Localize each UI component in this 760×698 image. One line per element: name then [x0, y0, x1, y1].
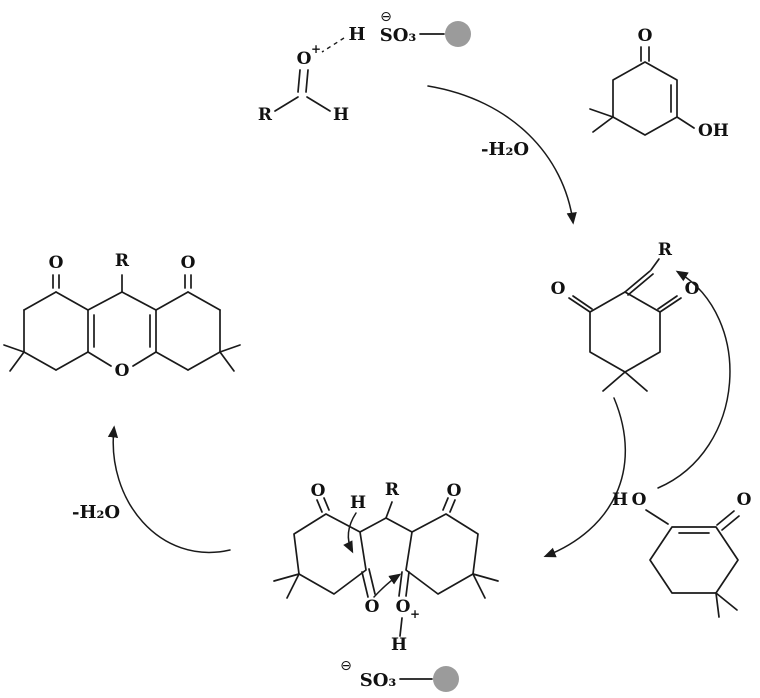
- structure-dimedone-enol-top: O OH: [589, 26, 729, 141]
- minus-charge-label: ⊖: [340, 658, 352, 674]
- o-atom-label: O: [365, 597, 380, 617]
- r-group-label: R: [385, 480, 400, 500]
- plus-charge-label: +: [311, 42, 321, 56]
- o-atom-label: O: [638, 26, 653, 46]
- arrow-michael-addition: [543, 397, 627, 558]
- structure-xanthene-product: O R O O: [3, 251, 241, 381]
- minus-water-label: -H₂O: [72, 502, 120, 523]
- o-atom-label: O: [737, 490, 752, 510]
- structure-sulfonic-acid-bottom: ⊖ SO₃: [340, 658, 459, 692]
- r-group-label: R: [115, 251, 130, 271]
- structure-sulfonic-acid-top: ⊖ H SO₃: [321, 9, 471, 53]
- reaction-arrow: [427, 85, 577, 225]
- oh-group-label: OH: [698, 121, 729, 141]
- h-atom-label: H: [612, 490, 628, 510]
- arrow-dehydration-top: -H₂O: [427, 85, 577, 225]
- polymer-support-bead: [445, 21, 471, 47]
- arrow-dehydration-left: -H₂O: [72, 425, 231, 554]
- polymer-support-bead: [433, 666, 459, 692]
- o-atom-label: O: [311, 481, 326, 501]
- h-atom-label: H: [391, 635, 407, 655]
- o-atom-label: O: [685, 279, 700, 299]
- r-group-label: R: [258, 105, 273, 125]
- o-atom-label: O: [297, 49, 312, 69]
- arrow-enol-attack: [657, 270, 731, 489]
- structure-protonated-aldehyde: O + R H: [258, 42, 349, 125]
- h-atom-label: H: [350, 493, 366, 513]
- o-atom-label: O: [396, 597, 411, 617]
- so3-label: SO₃: [380, 25, 417, 46]
- arrow-cyclization: [373, 573, 402, 598]
- o-atom-label: O: [632, 490, 647, 510]
- reaction-arrow: [107, 425, 231, 554]
- r-group-label: R: [658, 240, 673, 260]
- so3-label: SO₃: [360, 670, 397, 691]
- h-atom-label: H: [333, 105, 349, 125]
- pyran-o-atom-label: O: [115, 361, 130, 381]
- proton-label: H: [348, 24, 365, 45]
- minus-charge-label: ⊖: [380, 9, 392, 25]
- o-atom-label: O: [181, 253, 196, 273]
- structure-michael-adduct: O H R O O O + H: [273, 480, 499, 655]
- structure-dimedone-enol-right: H O O: [612, 490, 752, 618]
- o-atom-label: O: [551, 279, 566, 299]
- o-atom-label: O: [49, 253, 64, 273]
- o-atom-label: O: [447, 481, 462, 501]
- plus-charge-label: +: [410, 607, 420, 621]
- arrow-enolization: [343, 512, 357, 554]
- minus-water-label: -H₂O: [481, 139, 529, 160]
- hydrogen-bond-dashed: [321, 37, 345, 53]
- structure-knoevenagel-adduct: R O O: [551, 240, 700, 392]
